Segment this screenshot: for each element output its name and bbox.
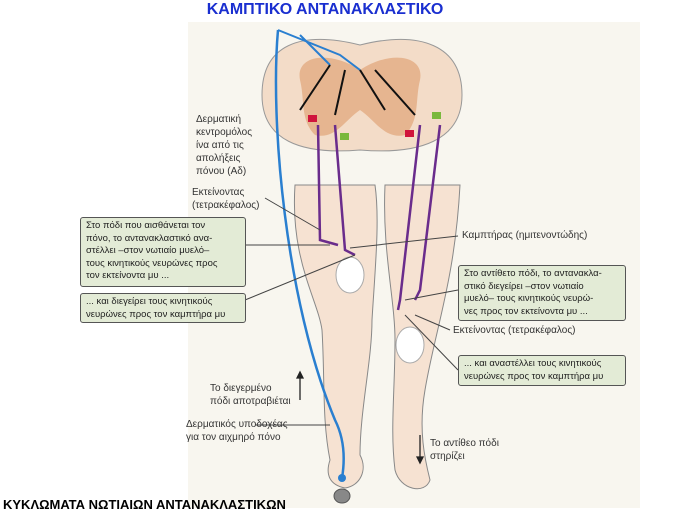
box-right-inhibit: ... και αναστέλλει τους κινητικούς νευρώ…: [458, 355, 626, 386]
label-line: Δερματική: [196, 114, 242, 125]
afferent-branches: [277, 29, 361, 71]
label-line: Το διεγερμένο: [210, 383, 272, 394]
label-line: στηρίζει: [430, 451, 465, 462]
box-line: Στο αντίθετο πόδι, το αντανακλα-: [464, 268, 602, 279]
label-line: (τετρακέφαλος): [192, 200, 260, 211]
box-line: νευρώνες προς τον καμπτήρα μυ: [86, 308, 226, 320]
knee-joints: [335, 256, 425, 364]
box-line: Στο πόδι που αισθάνεται τον: [86, 220, 206, 231]
label-line: πόδι αποτραβιέται: [210, 396, 291, 407]
box-line: νες προς τον εκτείνοντα μυ ...: [464, 305, 588, 317]
box-line: στέλλει –στον νωτιαίο μυελό–: [86, 245, 210, 256]
label-line: πόνου (Αδ): [196, 166, 247, 177]
direction-arrows: [295, 370, 425, 465]
label-line: για τον αιχμηρό πόνο: [186, 432, 281, 443]
label-line: Δερματικός υποδοχέας: [186, 419, 288, 430]
page-title: ΚΑΜΠΤΙΚΟ ΑΝΤΑΝΑΚΛΑΣΤΙΚΟ: [206, 1, 444, 18]
interneurons: [299, 64, 416, 116]
box-line: πόνο, το αντανακλαστικό ανα-: [86, 232, 213, 244]
box-line: νευρώνες προς τον καμπτήρα μυ: [464, 370, 604, 382]
box-line: τον εκτείνοντα μυ ...: [86, 270, 170, 281]
footer-title: ΚΥΚΛΩΜΑΤΑ ΝΩΤΙΑΙΩΝ ΑΝΤΑΝΑΚΛΑΣΤΙΚΩΝ: [3, 497, 286, 512]
box-right-excite: Στο αντίθετο πόδι, το αντανακλα- στικό δ…: [458, 265, 626, 321]
box-left-inhibit: Στο πόδι που αισθάνεται τον πόνο, το αντ…: [80, 217, 246, 287]
leader-lines: [244, 197, 459, 426]
box-line: στικό διεγείρει –στον νωτιαίο: [464, 280, 584, 292]
label-extensor-left: Εκτείνοντας (τετρακέφαλος): [192, 186, 259, 212]
label-line: κεντρομόλος: [196, 127, 253, 138]
box-left-excite: ... και διεγείρει τους κινητικούς νευρών…: [80, 293, 246, 323]
box-line: ... και διεγείρει τους κινητικούς: [86, 296, 213, 307]
motor-fibers: [316, 124, 442, 311]
label-line: ίνα από τις: [196, 140, 244, 151]
label-afferent-fiber: Δερματική κεντρομόλος ίνα από τις απολήξ…: [196, 113, 252, 178]
pain-receptor-icon: [338, 474, 346, 482]
label-withdraw: Το διεγερμένο πόδι αποτραβιέται: [210, 382, 291, 408]
sharp-object-icon: [333, 488, 351, 504]
label-flexor: Καμπτήρας (ημιτενοντώδης): [462, 230, 588, 241]
box-line: τους κινητικούς νευρώνες προς: [86, 257, 218, 269]
synapse-sign-icons: [308, 112, 441, 140]
label-line: απολήξεις: [196, 153, 241, 164]
afferent-fiber: [274, 29, 345, 479]
label-extensor-right: Εκτείνοντας (τετρακέφαλος): [453, 325, 576, 336]
box-line: μυελό– τους κινητικούς νευρώ-: [464, 293, 594, 304]
label-support: Το αντίθεο πόδι στηρίζει: [430, 437, 499, 463]
box-line: ... και αναστέλλει τους κινητικούς: [464, 358, 602, 369]
label-receptor: Δερματικός υποδοχέας για τον αιχμηρό πόν…: [186, 418, 288, 444]
label-line: Το αντίθεο πόδι: [430, 438, 499, 449]
label-line: Εκτείνοντας: [192, 187, 245, 198]
spinal-cord-cross-section: [261, 38, 463, 152]
